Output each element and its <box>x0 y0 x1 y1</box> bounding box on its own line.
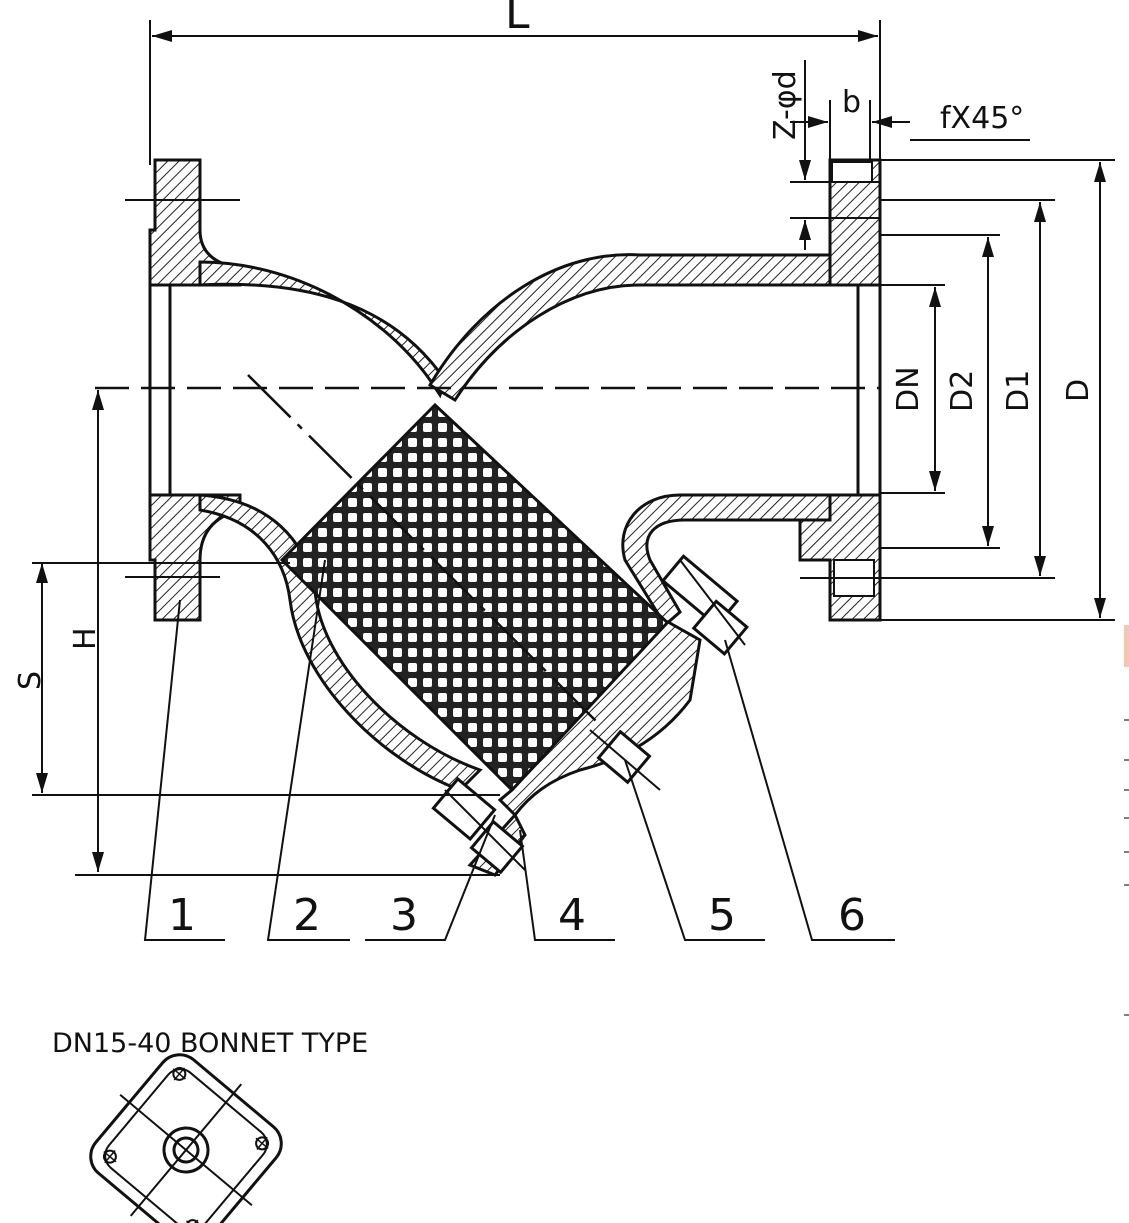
dimension-chamfer-label: fX45° <box>940 101 1024 136</box>
margin-marker <box>1124 625 1129 667</box>
dimension-DN-label: DN <box>891 366 926 412</box>
right-dimension-lines <box>790 60 1115 621</box>
left-bolt-centerlines <box>125 199 240 578</box>
dimension-S-label: S <box>13 671 48 690</box>
part-label-5: 5 <box>708 890 736 941</box>
dimension-D2-label: D2 <box>945 370 980 412</box>
dimension-D1-label: D1 <box>1001 370 1036 412</box>
dimension-D-label: D <box>1061 379 1096 402</box>
bolt-upper-right <box>660 554 750 656</box>
dimension-L-label: L <box>505 0 530 39</box>
part-label-3: 3 <box>390 890 418 941</box>
centerlines <box>95 374 880 726</box>
part-label-6: 6 <box>838 890 866 941</box>
left-flange <box>148 158 242 622</box>
part-leaders <box>143 559 895 941</box>
bonnet-type-detail <box>89 1053 283 1223</box>
right-flange <box>798 158 882 622</box>
part-label-2: 2 <box>293 890 321 941</box>
part-label-1: 1 <box>168 890 196 941</box>
part-label-4: 4 <box>558 890 586 941</box>
margin-ticks <box>1124 719 1129 1016</box>
strainer-body <box>198 253 832 792</box>
left-dimension-lines <box>32 390 500 876</box>
dimension-Z-phi-d-label: Z-φd <box>768 70 803 140</box>
dimension-H-label: H <box>68 627 103 650</box>
bonnet-type-caption: DN15-40 BONNET TYPE <box>52 1028 368 1059</box>
dimension-b-label: b <box>842 85 861 120</box>
